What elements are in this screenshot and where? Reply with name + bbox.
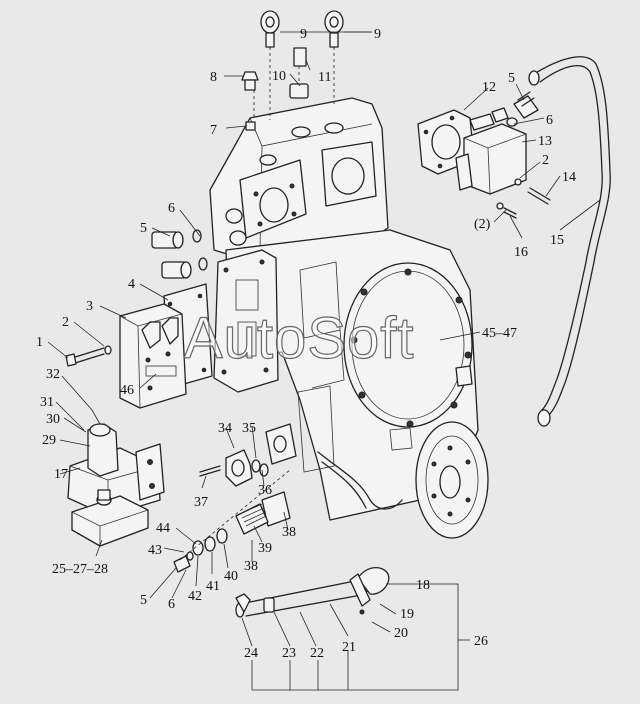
callout-label: 10: [272, 69, 286, 84]
callout-label: 34: [218, 421, 232, 436]
callout-label: 22: [310, 646, 324, 661]
callout-label: 37: [194, 495, 208, 510]
callout-label: 39: [258, 541, 272, 556]
callout-label: 6: [168, 597, 175, 612]
callout-label: 2: [62, 315, 69, 330]
callout-label: 17: [54, 467, 68, 482]
filter-assembly: [417, 91, 551, 219]
callout-label: 41: [206, 579, 220, 594]
leader-lines: [47, 31, 601, 691]
callout-label: 8: [210, 70, 217, 85]
callout-label: 11: [318, 70, 331, 85]
callout-label: 21: [342, 640, 356, 655]
callout-label: 32: [46, 367, 60, 382]
callout-label: 42: [188, 589, 202, 604]
callout-labels: 9 9 8 10 11 7 12 5 6 13 2 14 (2) 16 15 6…: [36, 27, 576, 661]
plug-5-left: [151, 229, 208, 279]
bolt-1: [65, 345, 112, 367]
callout-label: 38: [282, 525, 296, 540]
callout-label: 25–27–28: [52, 562, 108, 577]
callout-label: 7: [210, 123, 217, 138]
callout-label: 5: [508, 71, 515, 86]
lower-pipe-assembly: [235, 567, 390, 618]
callout-label: 44: [156, 521, 170, 536]
callout-label: 40: [224, 569, 238, 584]
callout-label: 45–47: [482, 326, 517, 341]
callout-label: 13: [538, 134, 552, 149]
callout-label: 24: [244, 646, 258, 661]
control-valve-assembly: [119, 249, 279, 409]
callout-label: 4: [128, 277, 135, 292]
pipe-15: [528, 56, 611, 427]
callout-label: 31: [40, 395, 54, 410]
callout-label: 46: [120, 383, 134, 398]
callout-label: 2: [542, 153, 549, 168]
callout-label: 15: [550, 233, 564, 248]
pump-parts: [173, 423, 297, 573]
callout-label: 12: [482, 80, 496, 95]
callout-label: 29: [42, 433, 56, 448]
callout-label: 1: [36, 335, 43, 350]
rubber-mount: [71, 489, 149, 547]
callout-label: (2): [474, 217, 491, 232]
callout-label: 6: [546, 113, 553, 128]
callout-label: 18: [416, 578, 430, 593]
callout-label: 9: [374, 27, 381, 42]
callout-label: 9: [300, 27, 307, 42]
lifting-eyes: [260, 10, 344, 48]
callout-label: 16: [514, 245, 528, 260]
callout-label: 38: [244, 559, 258, 574]
callout-label: 19: [400, 607, 414, 622]
watermark: AutoSoft: [184, 306, 414, 371]
callout-label: 5: [140, 593, 147, 608]
breather-parts: [241, 47, 335, 131]
callout-label: 6: [168, 201, 175, 216]
transmission-housing: [209, 97, 489, 539]
callout-label: 26: [474, 634, 488, 649]
callout-label: 43: [148, 543, 162, 558]
callout-label: 3: [86, 299, 93, 314]
callout-label: 5: [140, 221, 147, 236]
callout-label: 20: [394, 626, 408, 641]
mount-bracket: [67, 423, 165, 517]
callout-label: 14: [562, 170, 576, 185]
callout-label: 35: [242, 421, 256, 436]
callout-label: 23: [282, 646, 296, 661]
callout-label: 30: [46, 412, 60, 427]
callout-label: 36: [258, 483, 272, 498]
